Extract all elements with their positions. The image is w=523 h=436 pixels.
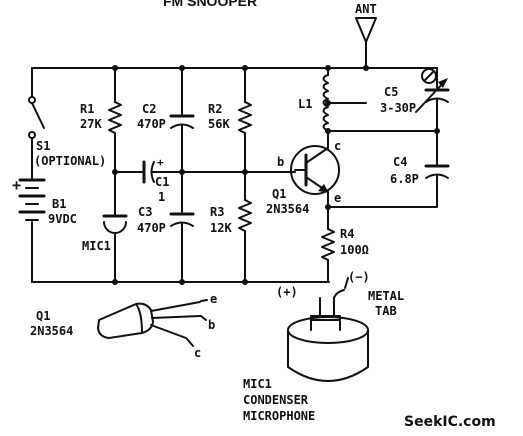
title: FM SNOOPER: [163, 0, 257, 9]
condenser-microphone-drawing: [287, 277, 369, 382]
label-base: b: [277, 155, 284, 169]
junction: [325, 100, 331, 106]
junction: [363, 65, 369, 71]
package-pin-b: b: [208, 318, 215, 332]
battery-b1: [18, 178, 46, 221]
label-c4-value: 6.8P: [390, 172, 419, 186]
label-mic1: MIC1: [82, 239, 111, 253]
label-r3-name: R3: [210, 205, 224, 219]
label-s1-note: (OPTIONAL): [34, 154, 106, 168]
label-c1-name: C1: [155, 175, 169, 189]
label-c3-value: 470P: [137, 221, 166, 235]
antenna-icon: [355, 17, 377, 69]
junction: [242, 279, 248, 285]
resistor-r4: [321, 228, 335, 261]
right-wire-bottom: [327, 174, 438, 208]
microphone-mic1-symbol: [102, 214, 128, 234]
junction: [179, 279, 185, 285]
label-ant: ANT: [355, 2, 377, 16]
battery-plus-sign: +: [12, 176, 21, 194]
mic-label-tab: TAB: [375, 304, 397, 318]
package-label-part: 2N3564: [30, 324, 73, 338]
package-pin-e: e: [210, 292, 217, 306]
package-label-q1: Q1: [36, 309, 50, 323]
label-r4-name: R4: [340, 227, 354, 241]
mic-caption-line1: MIC1: [243, 377, 272, 391]
transistor-package-drawing: [97, 299, 208, 347]
label-q1-name: Q1: [272, 187, 286, 201]
label-c1-plus: +: [157, 156, 164, 169]
inductor-l1: [322, 74, 329, 132]
package-pin-c: c: [194, 346, 201, 360]
tuning-screw-icon: [421, 68, 437, 84]
label-r4-value: 100Ω: [340, 243, 369, 257]
label-b1-value: 9VDC: [48, 212, 77, 226]
label-c5-value: 3-30P: [380, 101, 416, 115]
junction: [434, 128, 440, 134]
switch-s1: [28, 96, 45, 139]
mic-caption-line3: MICROPHONE: [243, 409, 315, 423]
label-b1-name: B1: [52, 197, 66, 211]
label-r3-value: 12K: [210, 221, 232, 235]
resistor-r2: [238, 101, 252, 134]
junction: [179, 169, 185, 175]
mic-label-metal: METAL: [368, 289, 404, 303]
label-s1-name: S1: [36, 139, 50, 153]
resistor-r3: [238, 199, 252, 232]
junction: [325, 65, 331, 71]
label-c5-name: C5: [384, 85, 398, 99]
label-q1-part: 2N3564: [266, 202, 309, 216]
watermark: SeekIC.com: [404, 414, 496, 430]
label-r1-value: 27K: [80, 117, 102, 131]
junction: [112, 279, 118, 285]
resistor-r1: [108, 101, 122, 134]
label-collector: c: [334, 139, 341, 153]
label-r2-value: 56K: [208, 117, 230, 131]
label-c1-value: 1: [158, 190, 165, 204]
label-c3-name: C3: [138, 205, 152, 219]
mic-terminal-minus: (−): [348, 270, 370, 284]
junction: [242, 169, 248, 175]
mic-terminal-plus: (+): [276, 285, 298, 299]
label-emitter: e: [334, 191, 341, 205]
transistor-q1: [290, 145, 340, 195]
mic-caption-line2: CONDENSER: [243, 393, 309, 407]
label-c2-value: 470P: [137, 117, 166, 131]
label-c4-name: C4: [393, 155, 407, 169]
label-c2-name: C2: [142, 102, 156, 116]
label-r2-name: R2: [208, 102, 222, 116]
label-l1: L1: [298, 97, 312, 111]
label-r1-name: R1: [80, 102, 94, 116]
